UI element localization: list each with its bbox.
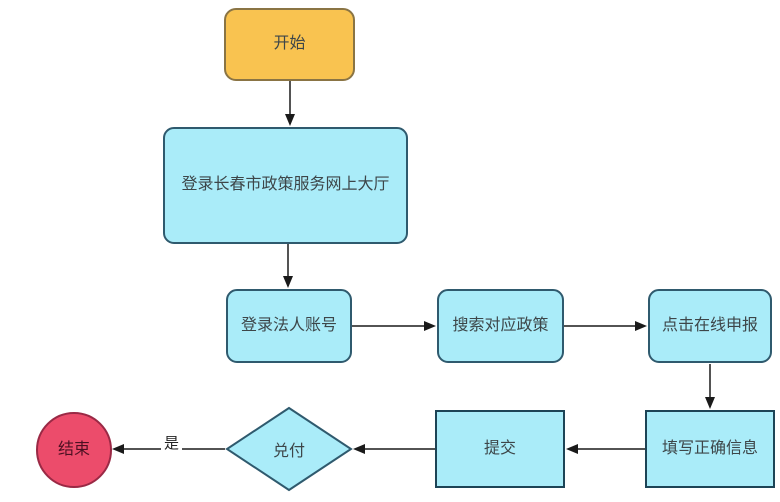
node-click-declare: 点击在线申报 <box>648 289 772 363</box>
edge-label-yes: 是 <box>161 432 183 453</box>
node-submit: 提交 <box>435 410 565 488</box>
node-search-policy-label: 搜索对应政策 <box>452 316 549 334</box>
node-decision-label: 兑付 <box>272 443 305 460</box>
node-start-label: 开始 <box>273 35 306 53</box>
node-decision-shape <box>225 406 353 492</box>
connector-login-to-search <box>352 321 436 331</box>
node-login-account-label: 登录法人账号 <box>240 316 337 334</box>
node-click-declare-label: 点击在线申报 <box>661 316 758 334</box>
node-login-account: 登录法人账号 <box>226 289 352 363</box>
connector-start-to-portal <box>285 81 295 126</box>
connector-declare-to-fillinfo <box>705 364 715 409</box>
decision-diamond <box>225 406 353 492</box>
node-login-portal: 登录长春市政策服务网上大厅 <box>163 127 408 244</box>
node-login-portal-label: 登录长春市政策服务网上大厅 <box>181 176 390 194</box>
node-fill-info: 填写正确信息 <box>645 410 775 488</box>
node-submit-label: 提交 <box>483 439 516 457</box>
connector-submit-to-decision <box>353 444 435 454</box>
connector-search-to-declare <box>564 321 647 331</box>
node-end-label: 结束 <box>57 440 90 458</box>
connector-fillinfo-to-submit <box>566 444 645 454</box>
node-fill-info-label: 填写正确信息 <box>661 439 758 457</box>
node-search-policy: 搜索对应政策 <box>437 289 564 363</box>
node-end: 结束 <box>36 412 112 488</box>
connector-portal-to-login <box>283 244 293 288</box>
node-start: 开始 <box>224 8 355 81</box>
